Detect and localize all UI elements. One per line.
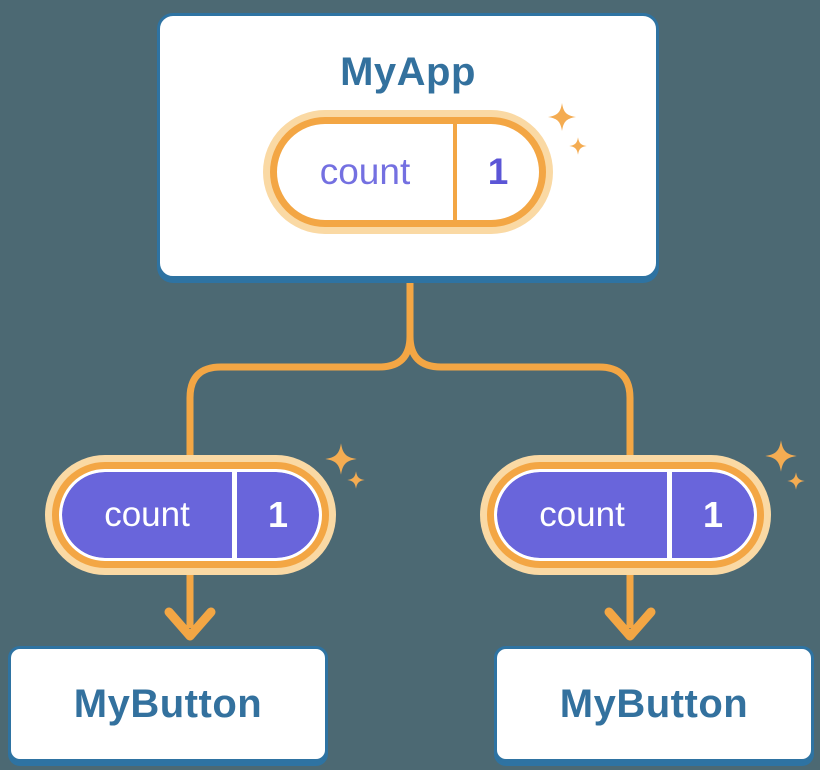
- state-pill-ring: count 1: [270, 117, 546, 227]
- node-title: MyApp: [340, 50, 476, 94]
- node-mybutton-left: MyButton: [8, 646, 328, 762]
- prop-pill-value: 1: [237, 472, 319, 558]
- node-mybutton-right: MyButton: [494, 646, 814, 762]
- state-pill-value: 1: [487, 151, 509, 192]
- connector-line-right: [406, 283, 634, 628]
- sparkle-icon: [787, 472, 805, 490]
- prop-pill-value: 1: [672, 472, 754, 558]
- node-title: MyButton: [559, 681, 749, 726]
- prop-pill-left: count 1: [45, 455, 336, 575]
- sparkle-icon: [548, 103, 576, 131]
- arrow-down-icon: [164, 607, 216, 641]
- state-pill: count 1: [263, 110, 553, 234]
- pill-divider: [232, 472, 237, 558]
- pill-divider: [667, 472, 672, 558]
- sparkle-icon: [325, 443, 357, 475]
- arrow-down-icon: [604, 607, 656, 641]
- node-title: MyButton: [73, 681, 263, 726]
- sparkle-icon: [347, 471, 365, 489]
- prop-pill-ring: count 1: [487, 462, 764, 568]
- prop-pill-label: count: [497, 472, 667, 558]
- sparkle-icon: [765, 440, 797, 472]
- sparkle-icon: [569, 137, 587, 155]
- pill-divider: [453, 124, 457, 220]
- prop-pill-right: count 1: [480, 455, 771, 575]
- state-pill-label: count: [319, 151, 411, 192]
- node-myapp: MyApp count 1: [157, 13, 659, 279]
- prop-pill-ring: count 1: [52, 462, 329, 568]
- prop-pill-label: count: [62, 472, 232, 558]
